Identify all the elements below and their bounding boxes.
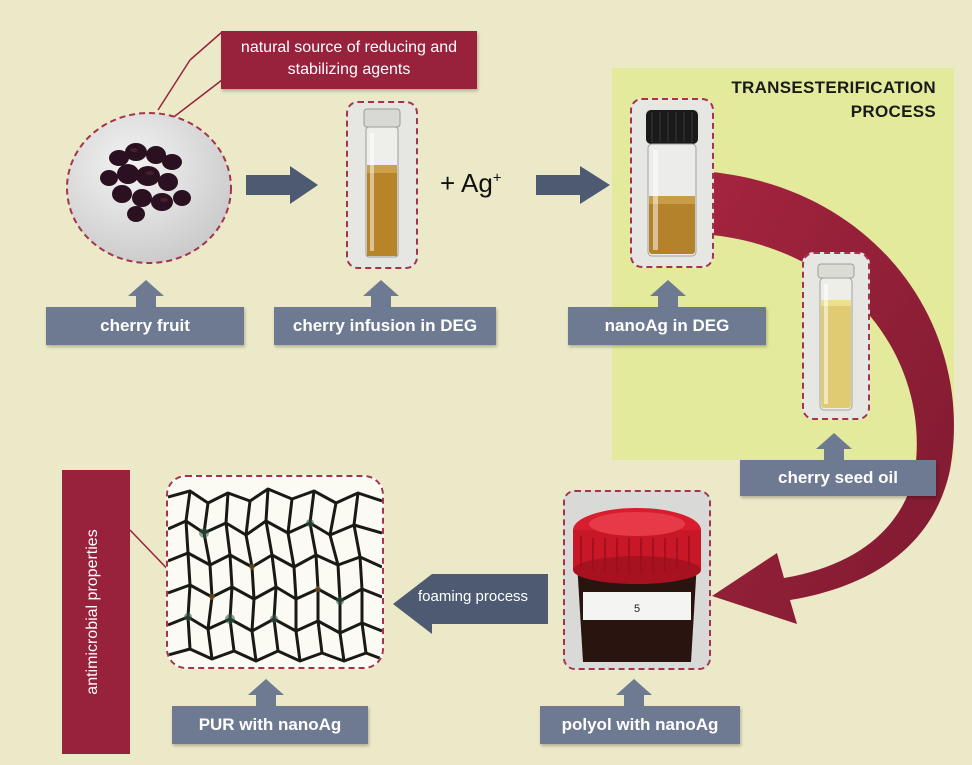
nanoag-deg-label: nanoAg in DEG (568, 307, 766, 345)
pur-foam-image (166, 475, 384, 669)
antimicrobial-bar (62, 470, 130, 754)
title-line-2: PROCESS (850, 102, 936, 121)
pur-label: PUR with nanoAg (172, 706, 368, 744)
cherry-infusion-image (346, 101, 418, 269)
title-line-1: TRANSESTERIFICATION (731, 78, 936, 97)
callout-line-2: stabilizing agents (287, 61, 411, 78)
silver-ion-label: + Ag+ (440, 168, 502, 199)
arrow-up-polyol (616, 679, 652, 706)
natural-source-callout: natural source of reducing and stabilizi… (221, 31, 477, 89)
cherry-seed-oil-label: cherry seed oil (740, 460, 936, 496)
cherry-infusion-label: cherry infusion in DEG (274, 307, 496, 345)
arrow-up-infusion (363, 280, 399, 307)
arrow-right-1 (246, 166, 318, 204)
cherry-fruit-label: cherry fruit (46, 307, 244, 345)
antimicrobial-label: antimicrobial properties (84, 529, 101, 695)
arrow-right-2 (536, 166, 610, 204)
arrow-up-pur (248, 679, 284, 706)
cherry-fruit-image (64, 110, 234, 266)
silver-ion-charge: + (492, 169, 502, 187)
transesterification-title: TRANSESTERIFICATION PROCESS (680, 76, 936, 124)
callout-connector-diagonal (157, 59, 191, 111)
nanoag-vial-image (630, 98, 714, 268)
foaming-arrow (393, 574, 548, 634)
polyol-label: polyol with nanoAg (540, 706, 740, 744)
curved-flow-arrow (712, 172, 954, 624)
foaming-process-label: foaming process (418, 588, 529, 605)
arrow-up-nanoag (650, 280, 686, 307)
silver-ion-text: + Ag (440, 168, 493, 198)
callout-line-1: natural source of reducing and (240, 39, 458, 56)
callout-connector-top (189, 31, 223, 61)
arrow-up-seed-oil (816, 433, 852, 460)
polyol-jar-image: 5 (563, 490, 711, 670)
arrow-up-cherry-fruit (128, 280, 164, 307)
jar-label-number: 5 (634, 603, 640, 615)
cherry-seed-oil-image (802, 252, 870, 420)
